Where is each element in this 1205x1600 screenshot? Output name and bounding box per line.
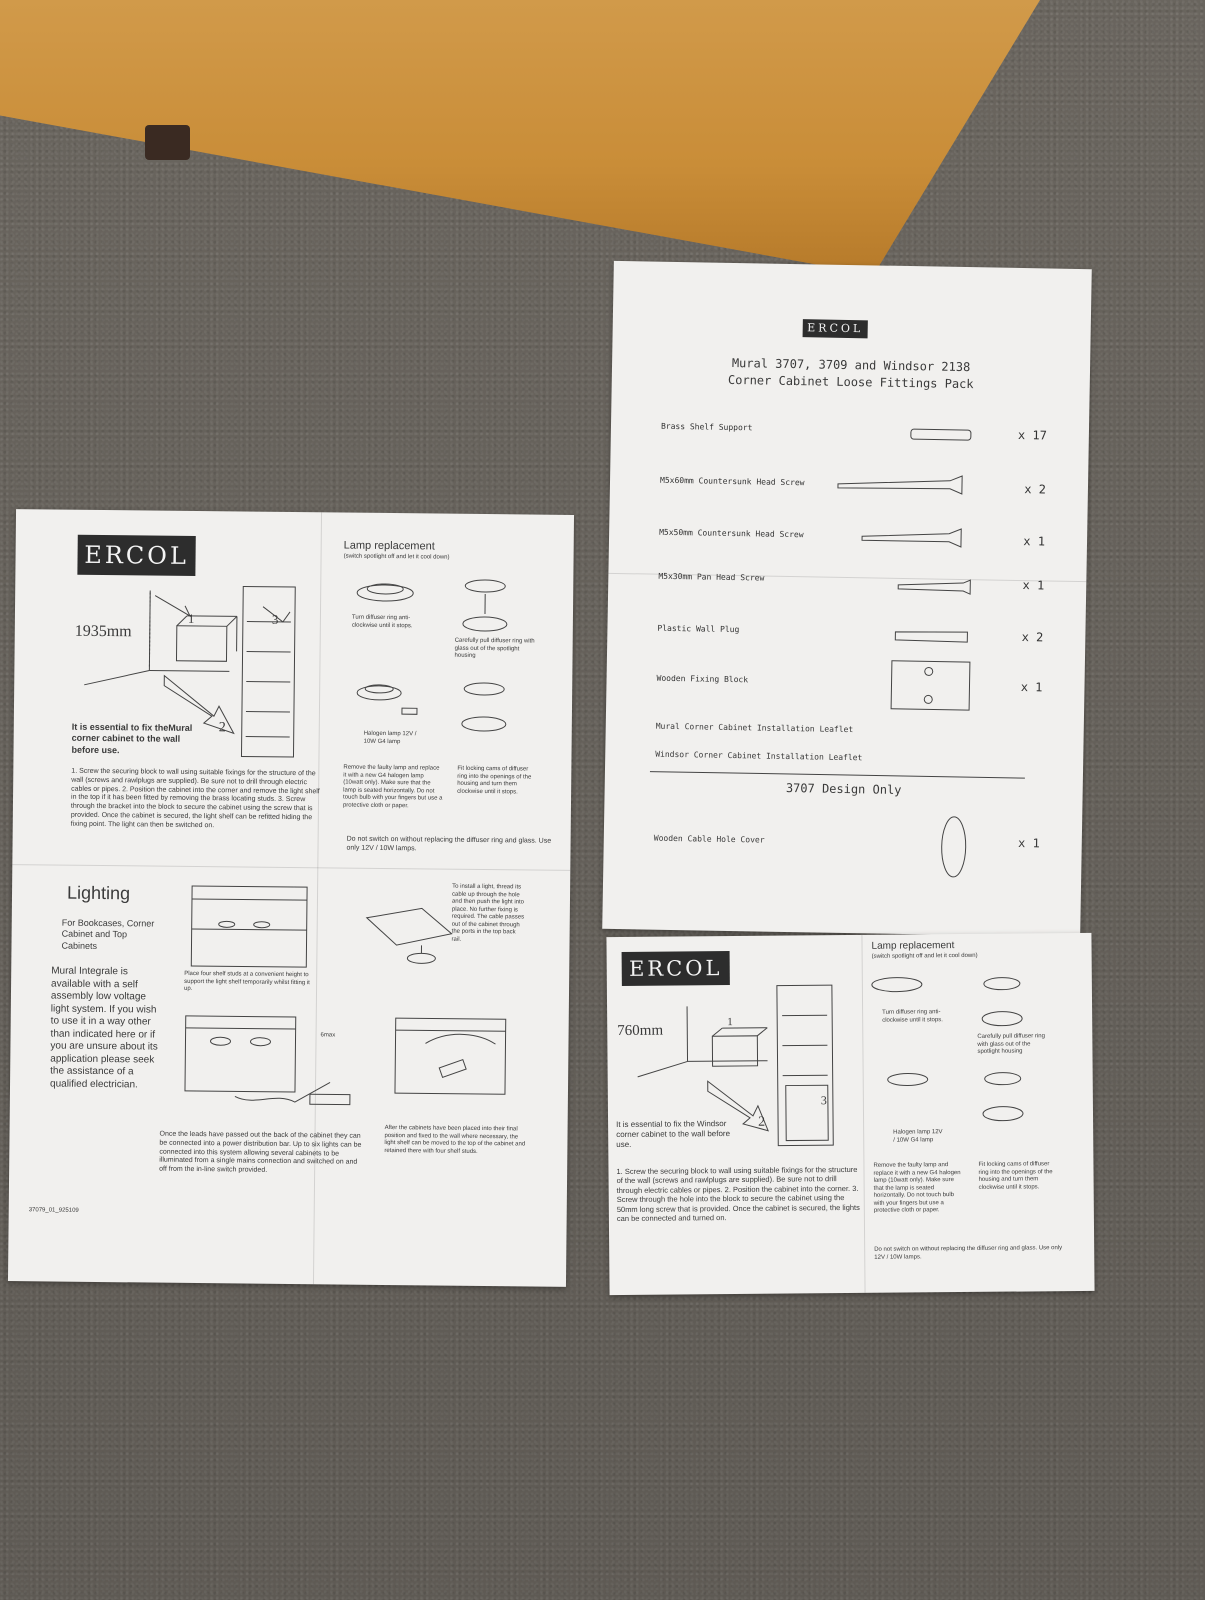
lamp-label: Halogen lamp 12V / 10W G4 lamp xyxy=(893,1129,943,1144)
leaflet-windsor: Windsor Corner Cabinet Installation Leaf… xyxy=(655,749,863,763)
windsor-diagrams xyxy=(637,977,1024,1147)
lamp-step-turn: Turn diffuser ring anti-clockwise until … xyxy=(351,614,413,629)
lamp-step-remove: Remove the faulty lamp and replace it wi… xyxy=(342,764,443,809)
fittings-item-name: Brass Shelf Support xyxy=(660,421,753,433)
lamp-step-fit: Fit locking cams of diffuser ring into t… xyxy=(978,1161,1053,1191)
essential-note: It is essential to fix theMural corner c… xyxy=(71,721,193,755)
lamp-subtitle: (switch spotlight off and let it cool do… xyxy=(871,952,978,960)
max-label: 6max xyxy=(320,1032,336,1039)
fittings-item-qty: x 1 xyxy=(1020,680,1043,695)
fold-line xyxy=(12,864,571,871)
fittings-item: Plastic Wall Plug x 2 xyxy=(657,623,1065,645)
lamp-step-remove: Remove the faulty lamp and replace it wi… xyxy=(873,1162,961,1214)
fittings-item: Brass Shelf Support x 17 xyxy=(660,421,1069,443)
leads-note: Once the leads have passed out the back … xyxy=(159,1130,362,1174)
fittings-item-name: M5x50mm Countersunk Head Screw xyxy=(659,527,804,540)
mural-instruction-sheet: ERCOL xyxy=(7,509,575,1287)
fittings-item: M5x30mm Pan Head Screw x 1 xyxy=(658,571,1066,593)
ercol-logo: ERCOL xyxy=(802,319,868,339)
lamp-title: Lamp replacement xyxy=(871,940,955,952)
lighting-title: Lighting xyxy=(66,882,131,904)
document-code: 37079_01_925109 xyxy=(28,1207,79,1214)
ercol-logo: ERCOL xyxy=(77,534,196,576)
lamp-step-turn: Turn diffuser ring anti-clockwise until … xyxy=(882,1009,943,1024)
height-label: 1935mm xyxy=(74,622,132,641)
step-number: 1 xyxy=(727,1016,733,1029)
cabinet-foot xyxy=(145,125,190,160)
shelf-studs-note: Place four shelf studs at a convenient h… xyxy=(184,970,310,992)
windsor-instruction-sheet: ERCOL 760mm 1 2 3 It is essential to fix… xyxy=(606,932,1095,1296)
fittings-item-name: Wooden Fixing Block xyxy=(656,673,749,685)
fittings-item-qty: x 1 xyxy=(1023,534,1046,549)
thread-cable-note: To install a light, thread its cable up … xyxy=(451,883,525,943)
step-number: 3 xyxy=(820,1093,827,1108)
fittings-item-name: M5x30mm Pan Head Screw xyxy=(658,571,765,583)
lamp-step-fit: Fit locking cams of diffuser ring into t… xyxy=(457,765,532,795)
leaflet-mural: Mural Corner Cabinet Installation Leafle… xyxy=(655,721,854,735)
fittings-item-qty: x 1 xyxy=(1022,578,1045,593)
fittings-item-name: Plastic Wall Plug xyxy=(657,623,740,635)
fittings-pack-sheet: ERCOL Mural 3707, 3709 and Windsor 2138 … xyxy=(602,260,1092,938)
fittings-item-qty: x 17 xyxy=(1017,427,1048,443)
lighting-body: Mural Integrale is available with a self… xyxy=(49,965,158,1090)
fold-line xyxy=(861,934,866,1293)
installation-steps: 1. Screw the securing block to wall usin… xyxy=(70,767,320,829)
lamp-step-pull: Carefully pull diffuser ring with glass … xyxy=(454,637,535,659)
after-placement-note: After the cabinets have been placed into… xyxy=(384,1124,526,1155)
lamp-label: Halogen lamp 12V / 10W G4 lamp xyxy=(363,730,417,745)
fittings-item-qty: x 2 xyxy=(1021,630,1044,645)
height-label: 760mm xyxy=(617,1022,664,1040)
cable-hole-cover-qty: x 1 xyxy=(1017,836,1040,851)
lamp-warning: Do not switch on without replacing the d… xyxy=(346,835,552,853)
step-number: 2 xyxy=(218,720,226,736)
fittings-item: Wooden Fixing Block x 1 xyxy=(656,673,1065,695)
design-only-note: 3707 Design Only xyxy=(785,780,902,797)
fittings-item-qty: x 2 xyxy=(1024,482,1047,497)
essential-note: It is essential to fix the Windsor corne… xyxy=(616,1119,731,1150)
lamp-title: Lamp replacement xyxy=(343,539,435,553)
fittings-item: M5x50mm Countersunk Head Screw x 1 xyxy=(659,527,1067,549)
installation-steps: 1. Screw the securing block to wall usin… xyxy=(616,1164,860,1223)
lamp-step-pull: Carefully pull diffuser ring with glass … xyxy=(977,1033,1045,1055)
fittings-item-name: M5x60mm Countersunk Head Screw xyxy=(659,475,805,488)
lighting-for: For Bookcases, Corner Cabinet and Top Ca… xyxy=(61,917,155,951)
lamp-subtitle: (switch spotlight off and let it cool do… xyxy=(343,553,450,561)
step-number: 3 xyxy=(271,611,279,627)
cable-hole-cover-name: Wooden Cable Hole Cover xyxy=(653,833,765,845)
fittings-item: M5x60mm Countersunk Head Screw x 2 xyxy=(659,475,1068,497)
step-number: 1 xyxy=(187,610,195,626)
lamp-warning: Do not switch on without replacing the d… xyxy=(874,1245,1063,1261)
step-number: 2 xyxy=(758,1114,766,1130)
ercol-logo: ERCOL xyxy=(621,951,730,986)
